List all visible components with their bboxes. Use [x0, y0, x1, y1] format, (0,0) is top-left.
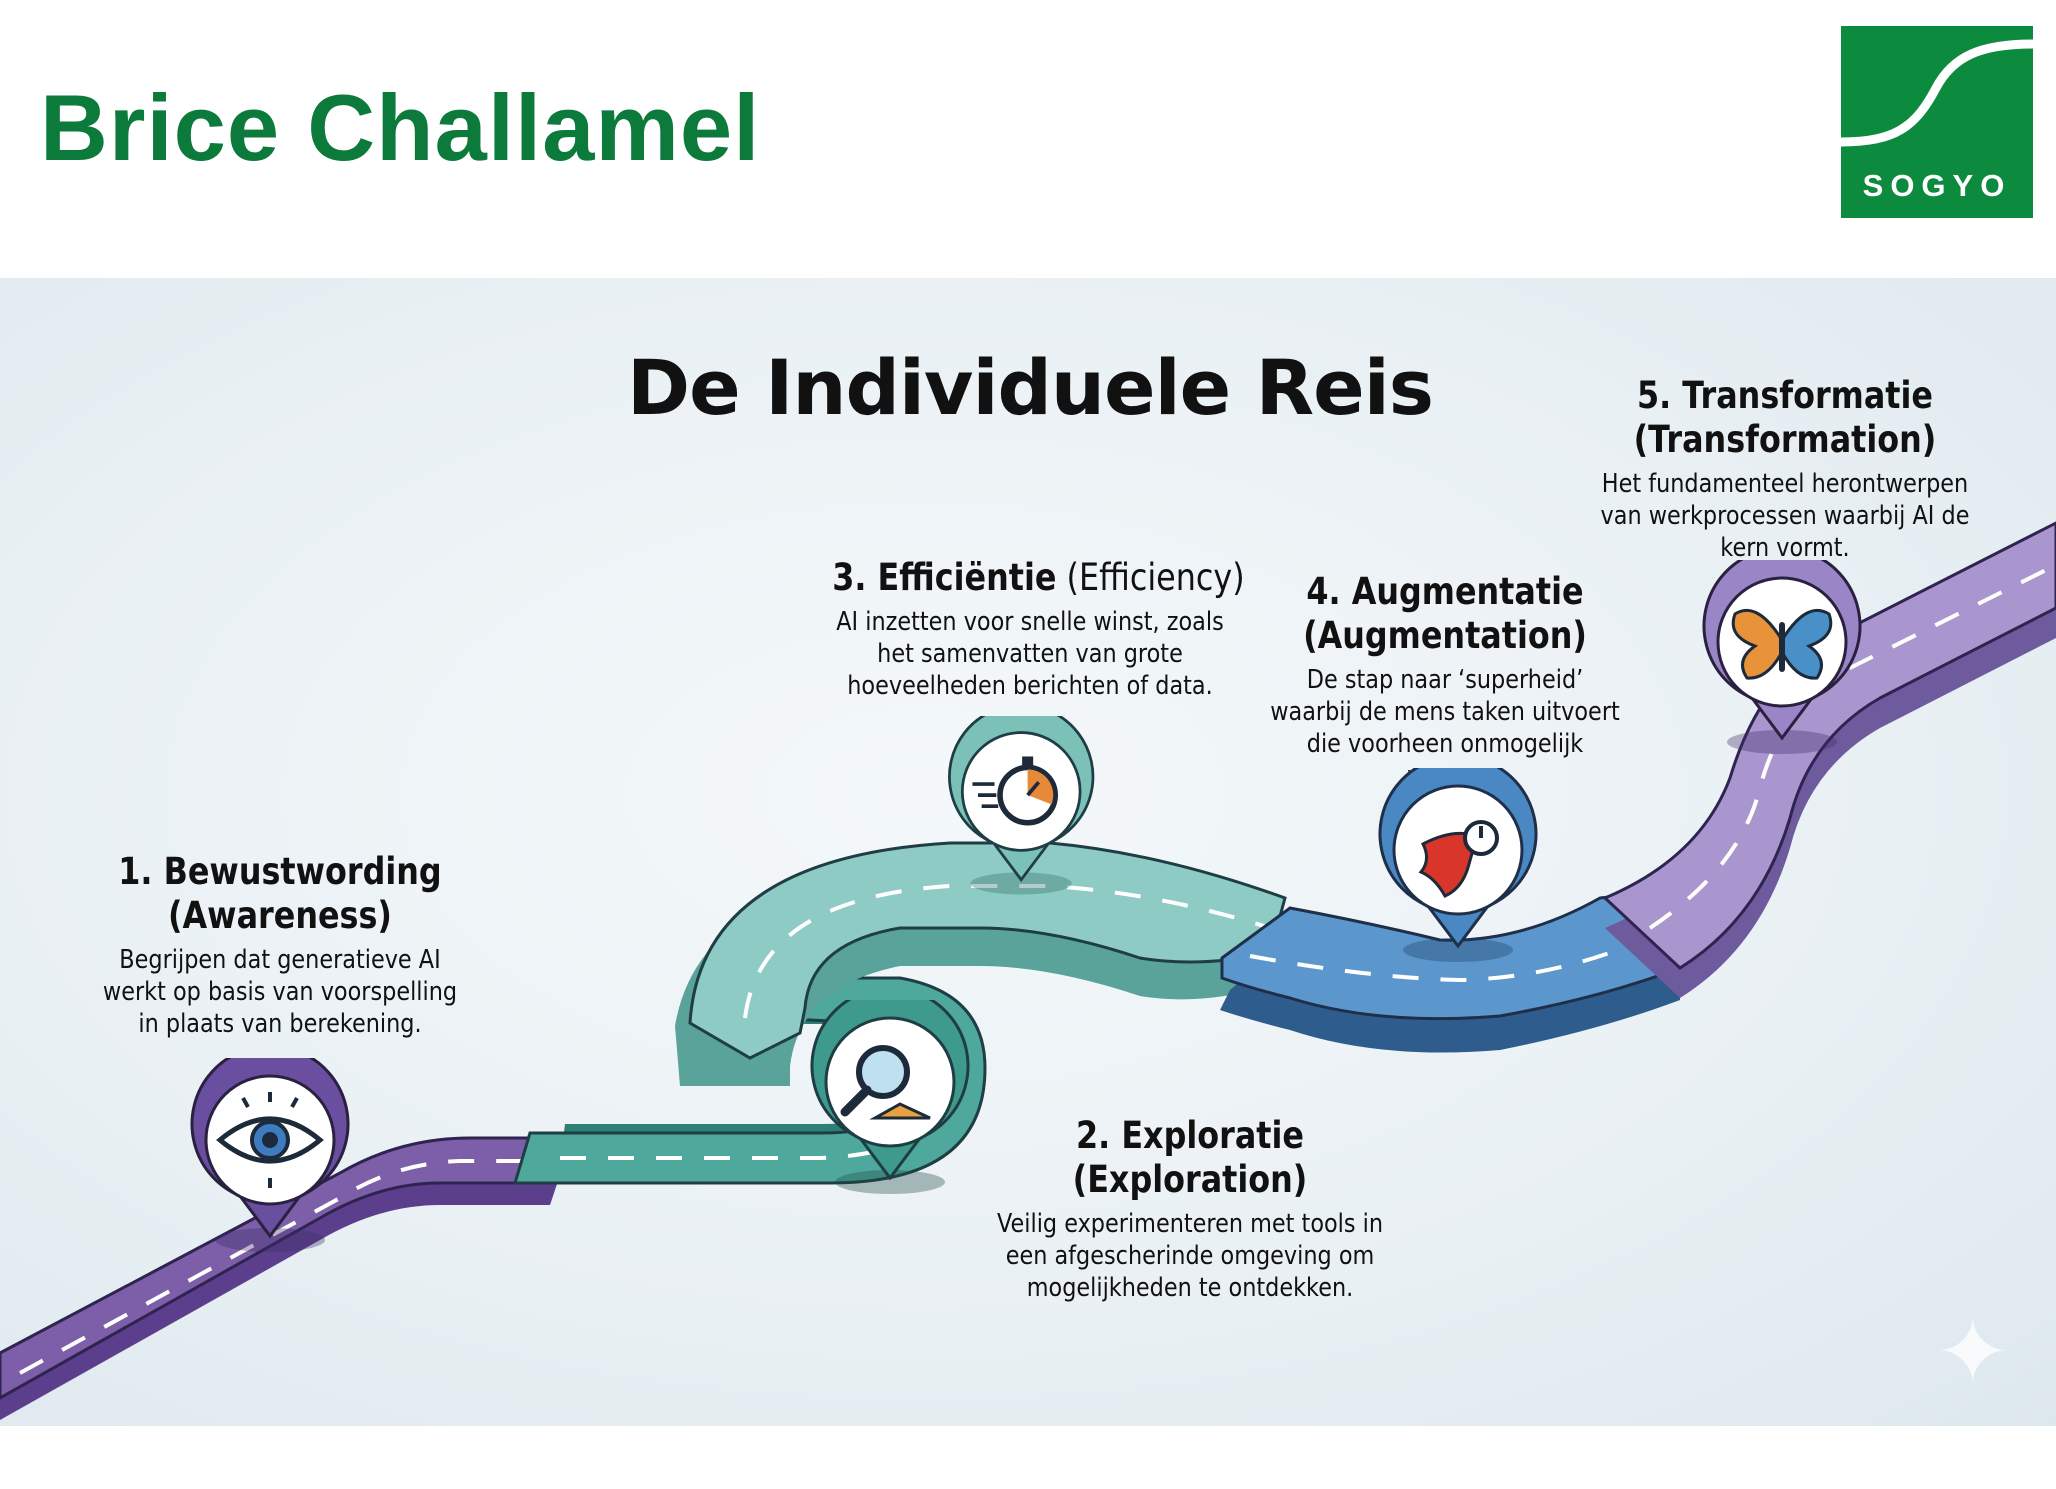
journey-diagram: De Individuele Reis 1. Bewustwording (Aw…	[0, 278, 2056, 1426]
step-3-title-light: (Efficiency)	[1056, 556, 1245, 599]
step-4-description: De stap naar ‘superheid’ waarbij de mens…	[1270, 665, 1620, 791]
sogyo-logo: SOGYO	[1841, 26, 2033, 218]
butterfly-icon	[1731, 608, 1833, 680]
magnifier-icon	[840, 1045, 931, 1120]
eye-icon	[216, 1092, 324, 1188]
superhero-cape-icon	[1418, 820, 1499, 898]
step-1-title-line1: 1. Bewustwording	[118, 850, 442, 893]
step-2-title-line1: 2. Exploratie	[1076, 1114, 1304, 1157]
step-3-pin	[948, 716, 1095, 895]
sparkle-icon: ✦	[1935, 1303, 2011, 1403]
step-1-title-line2: (Awareness)	[168, 894, 392, 937]
road-segment-3	[675, 841, 1287, 1086]
step-3-title: 3. Efficiëntie (Efficiency)	[832, 556, 1244, 600]
step-2-text: 2. Exploratie (Exploration) Veilig exper…	[960, 1114, 1420, 1304]
step-1-pin	[190, 1058, 350, 1252]
logo-wave-icon	[1841, 39, 2033, 147]
step-4-title-line1: 4. Augmentatie	[1306, 570, 1584, 613]
step-2-pin	[810, 1000, 970, 1194]
logo-text: SOGYO	[1862, 168, 2012, 203]
step-5-text: 5. Transformatie (Transformation) Het fu…	[1560, 374, 2010, 564]
road-path	[0, 521, 2056, 1420]
step-1-description: Begrijpen dat generatieve AI werkt op ba…	[102, 945, 458, 1039]
step-1-text: 1. Bewustwording (Awareness) Begrijpen d…	[60, 850, 500, 1040]
step-3-text: 3. Efficiëntie (Efficiency) AI inzetten …	[800, 556, 1260, 702]
presenter-name: Brice Challamel	[40, 75, 761, 180]
step-4-pin	[1378, 768, 1538, 962]
step-2-description: Veilig experimenteren met tools in een a…	[996, 1209, 1384, 1303]
diagram-title: De Individuele Reis	[627, 343, 1434, 432]
step-5-description: Het fundamenteel herontwerpen van werkpr…	[1600, 469, 1970, 563]
stopwatch-icon	[972, 756, 1059, 826]
step-3-title-bold: 3. Efficiëntie	[832, 556, 1057, 599]
step-5-title-line2: (Transformation)	[1633, 418, 1937, 461]
step-3-description: AI inzetten voor snelle winst, zoals het…	[836, 607, 1224, 701]
step-2-title-line2: (Exploration)	[1072, 1158, 1308, 1201]
step-5-pin	[1702, 560, 1862, 754]
step-4-text: 4. Augmentatie (Augmentation) De stap na…	[1240, 570, 1650, 792]
step-4-title-line2: (Augmentation)	[1303, 614, 1587, 657]
step-5-title-line1: 5. Transformatie	[1636, 374, 1934, 417]
road-segment-4	[1220, 888, 1682, 1053]
